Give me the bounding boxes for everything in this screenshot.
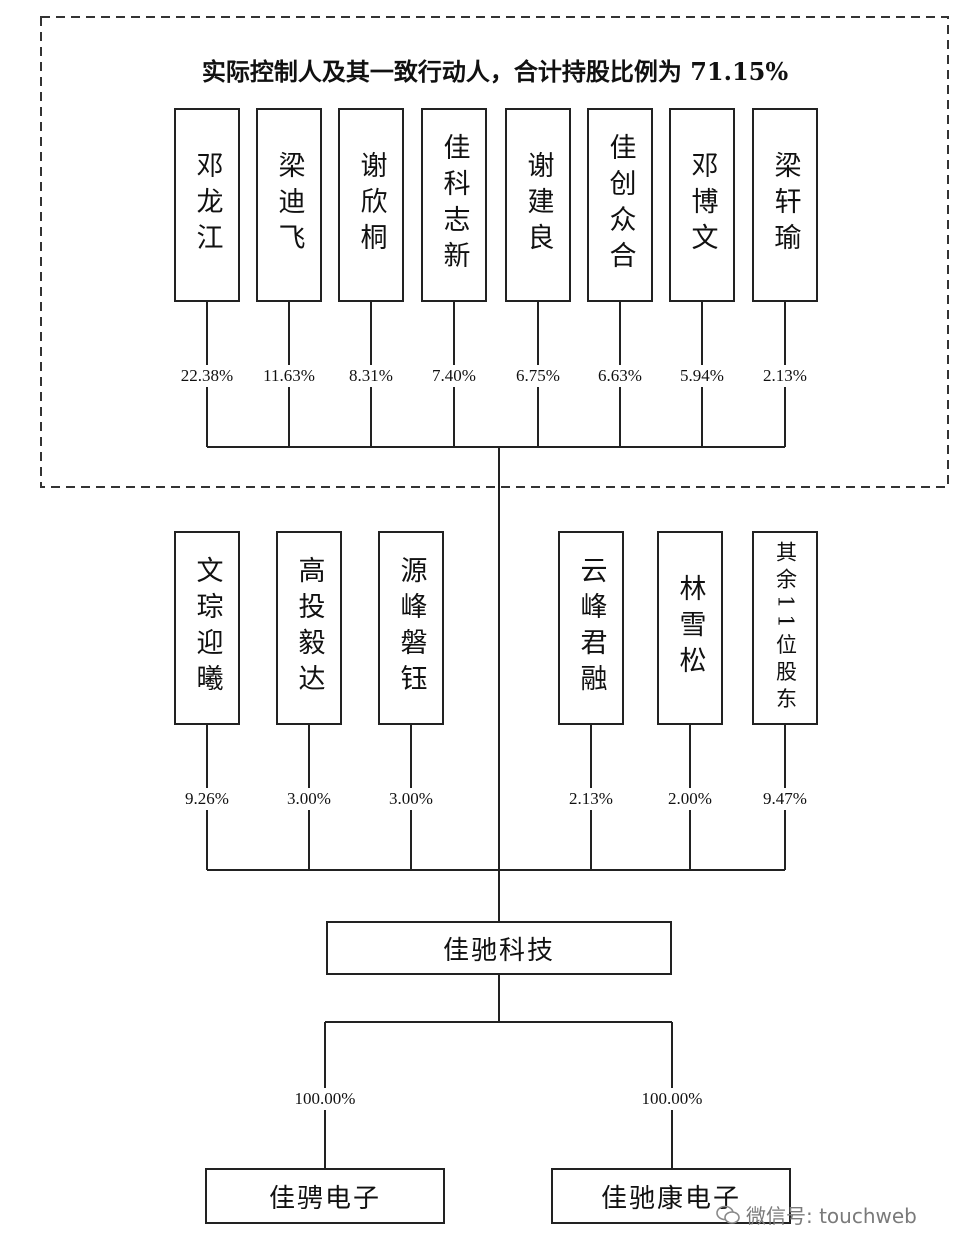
shareholding-percent: 6.63% <box>570 365 670 387</box>
company-box: 佳驰科技 <box>326 921 672 975</box>
shareholding-percent: 11.63% <box>239 365 339 387</box>
shareholder-name: 林雪松 <box>674 574 706 682</box>
shareholding-percent: 2.13% <box>541 788 641 810</box>
watermark-text: 微信号: touchweb <box>746 1204 917 1228</box>
concert-party-dashed-frame <box>40 16 949 488</box>
shareholding-percent: 3.00% <box>361 788 461 810</box>
shareholder-name: 文琮迎曦 <box>191 556 223 700</box>
shareholder-name: 佳科志新 <box>438 133 470 277</box>
shareholder-name: 云峰君融 <box>575 556 607 700</box>
shareholder-name: 梁迪飞 <box>273 151 305 259</box>
shareholder-box-jiakezhixin: 佳科志新 <box>421 108 487 302</box>
shareholder-box-wencongyingxi: 文琮迎曦 <box>174 531 240 725</box>
shareholder-box-gaotouyida: 高投毅达 <box>276 531 342 725</box>
subsidiary-box-jiachengdianzi: 佳骋电子 <box>205 1168 445 1224</box>
shareholding-percent: 2.00% <box>640 788 740 810</box>
shareholding-percent: 8.31% <box>321 365 421 387</box>
subsidiary-percent: 100.00% <box>622 1088 722 1110</box>
shareholder-name: 邓博文 <box>686 151 718 259</box>
shareholding-percent: 5.94% <box>652 365 752 387</box>
shareholder-box-xiejianliang: 谢建良 <box>505 108 571 302</box>
shareholder-name: 谢建良 <box>522 151 554 259</box>
wechat-icon <box>716 1205 740 1224</box>
shareholding-percent: 9.26% <box>157 788 257 810</box>
shareholding-percent: 6.75% <box>488 365 588 387</box>
shareholding-percent: 9.47% <box>735 788 835 810</box>
shareholder-name: 邓龙江 <box>191 151 223 259</box>
shareholding-percent: 22.38% <box>157 365 257 387</box>
shareholder-name: 高投毅达 <box>293 556 325 700</box>
shareholder-box-liangdifei: 梁迪飞 <box>256 108 322 302</box>
subsidiary-box-jiachikangdianzi: 佳驰康电子 <box>551 1168 791 1224</box>
shareholding-percent: 7.40% <box>404 365 504 387</box>
shareholder-name: 谢欣桐 <box>355 151 387 259</box>
shareholder-name: 梁轩瑜 <box>769 151 801 259</box>
wechat-watermark: 微信号: touchweb <box>716 1200 917 1229</box>
shareholder-name: 佳创众合 <box>604 133 636 277</box>
shareholder-box-other-11: 其余11位股东 <box>752 531 818 725</box>
shareholding-percent: 2.13% <box>735 365 835 387</box>
shareholder-box-linxuesong: 林雪松 <box>657 531 723 725</box>
shareholder-box-jiachuangzhonghe: 佳创众合 <box>587 108 653 302</box>
shareholder-box-denglongjiang: 邓龙江 <box>174 108 240 302</box>
subsidiary-percent: 100.00% <box>275 1088 375 1110</box>
shareholder-box-liangxuanyu: 梁轩瑜 <box>752 108 818 302</box>
shareholder-name: 源峰磐钰 <box>395 556 427 700</box>
shareholder-box-xiexintong: 谢欣桐 <box>338 108 404 302</box>
shareholding-percent: 3.00% <box>259 788 359 810</box>
shareholder-box-yuanfengpanyu: 源峰磐钰 <box>378 531 444 725</box>
concert-party-title: 实际控制人及其一致行动人，合计持股比例为 71.15% <box>201 57 789 86</box>
shareholder-box-yunfengjunrong: 云峰君融 <box>558 531 624 725</box>
shareholder-box-dengbowen: 邓博文 <box>669 108 735 302</box>
shareholder-name: 其余11位股东 <box>773 541 798 715</box>
